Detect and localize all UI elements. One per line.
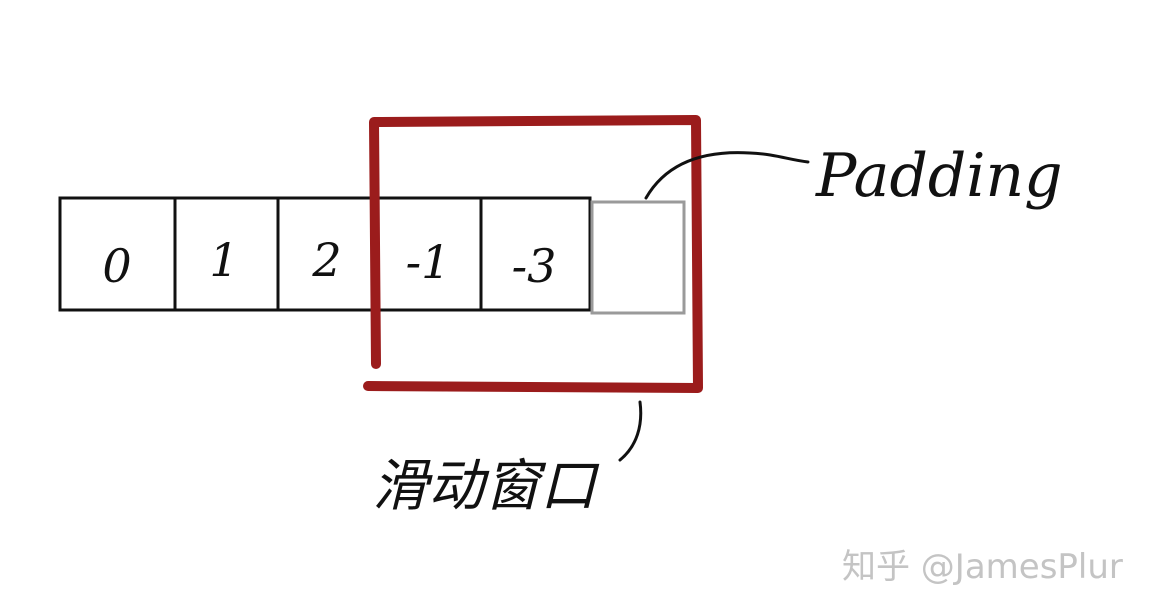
window-callout-line [618, 400, 643, 462]
padding-callout-line [644, 151, 810, 200]
array-value-2: 2 [311, 233, 341, 287]
sliding-window-frame [363, 115, 703, 393]
array-value-4: -3 [512, 239, 557, 293]
array-value-1: 1 [209, 233, 238, 287]
array-value-3: -1 [406, 235, 451, 289]
array: 0 1 2 -1 -3 [58, 196, 592, 312]
padding-label: Padding [815, 141, 1063, 211]
watermark: 知乎 @JamesPlur [842, 547, 1123, 587]
array-cell-4 [479, 196, 592, 312]
window-label: 滑动窗口 [372, 454, 600, 519]
array-value-0: 0 [102, 239, 131, 293]
padding-cell [590, 200, 686, 315]
